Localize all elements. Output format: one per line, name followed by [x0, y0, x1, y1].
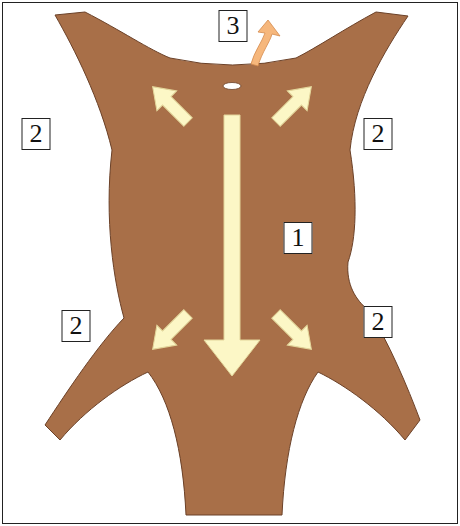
callout-number: 2: [364, 118, 393, 150]
callout-number: 2: [22, 118, 51, 150]
direction-arrows: [143, 77, 322, 376]
main-arrow: [204, 115, 260, 376]
diagonal-arrow: [266, 77, 321, 132]
diagonal-arrow: [143, 304, 198, 359]
callout-number: 2: [364, 306, 393, 338]
animal-hide: [45, 12, 420, 515]
diagonal-arrow: [266, 304, 321, 359]
frame: [3, 3, 458, 524]
callout-number: 3: [219, 10, 248, 42]
callout-number: 1: [284, 222, 313, 254]
flip-arrow: [251, 20, 280, 66]
diagonal-arrow: [143, 77, 198, 132]
neck-hole: [223, 83, 241, 90]
callout-number: 2: [62, 310, 91, 342]
